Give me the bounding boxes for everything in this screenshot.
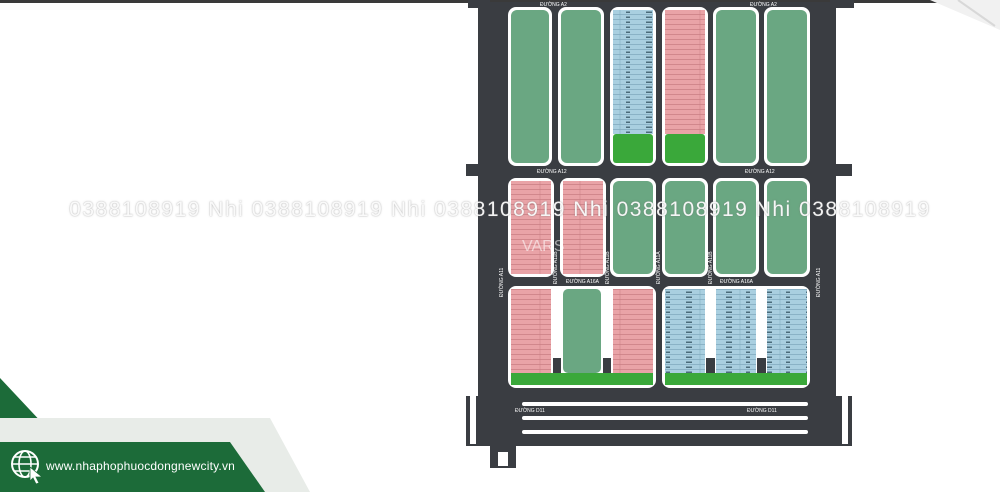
road-stub-a12-right [828,164,852,176]
block-u5 [716,10,756,163]
road-labels: ĐƯỜNG A2 ĐƯỜNG A2 ĐƯỜNG A12 ĐƯỜNG A12 ĐƯ… [498,1,822,414]
upper-blocks [508,7,810,166]
d11-median-1 [522,402,808,406]
block-u1 [511,10,549,163]
block-m6 [767,181,807,274]
d11-median-3 [522,430,808,434]
top-frame-line [0,0,1000,3]
block-u6 [767,10,807,163]
label-a11-left: ĐƯỜNG A11 [498,267,505,297]
label-a12-right: ĐƯỜNG A12 [745,168,775,175]
block-l5 [716,289,756,373]
block-m4 [665,181,705,274]
label-a11b-2: ĐƯỜNG A11B [604,251,611,284]
label-a11-right: ĐƯỜNG A11 [815,267,822,297]
block-m2 [563,181,603,274]
label-a2-right: ĐƯỜNG A2 [750,1,777,8]
park-lower-left [511,373,653,385]
park-lower-right [665,373,807,385]
block-u4-lots [665,10,705,134]
label-a11a: ĐƯỜNG A11A [655,251,662,284]
block-l4 [665,289,705,373]
corner-decoration-line [957,0,996,27]
label-a16a-left: ĐƯỜNG A16A [566,278,600,285]
block-l3 [613,289,653,373]
label-a11b-3: ĐƯỜNG A11B [707,251,714,284]
lane-l3 [706,358,715,373]
block-l6 [767,289,807,373]
partial-logo-text: VARS [522,238,564,255]
label-a16a-right: ĐƯỜNG A16A [720,278,754,285]
road-d11-left-island [470,396,476,444]
park-u3 [613,134,653,163]
road-d11-right-island [842,396,848,444]
block-l2 [563,289,601,373]
block-u2 [561,10,601,163]
d11-median-2 [522,416,808,420]
road-stub-top-right [830,0,854,8]
label-d11-right: ĐƯỜNG D11 [747,407,777,414]
label-a12-left: ĐƯỜNG A12 [537,168,567,175]
road-stub-a12-left [466,164,488,176]
middle-blocks [508,178,810,277]
label-d11-left: ĐƯỜNG D11 [515,407,545,414]
block-u3-lots [613,10,653,134]
block-m5 [716,181,756,274]
website-link[interactable]: www.nhaphophuocdongnewcity.vn [46,459,236,473]
block-l1 [511,289,551,373]
lower-blocks [508,286,810,388]
globe-cursor-icon [11,450,44,485]
lane-l4 [757,358,766,373]
road-stub-bottom-island [498,452,508,466]
lane-l2 [603,358,611,373]
footer-green-band [0,442,265,492]
label-a11b-1: ĐƯỜNG A11B [552,251,559,284]
block-m3 [613,181,653,274]
label-a2-left: ĐƯỜNG A2 [540,1,567,8]
lane-l1 [553,358,561,373]
road-stub-top-left [468,0,490,8]
block-m1 [511,181,551,274]
park-u4 [665,134,705,163]
corner-decoration [930,0,1000,30]
